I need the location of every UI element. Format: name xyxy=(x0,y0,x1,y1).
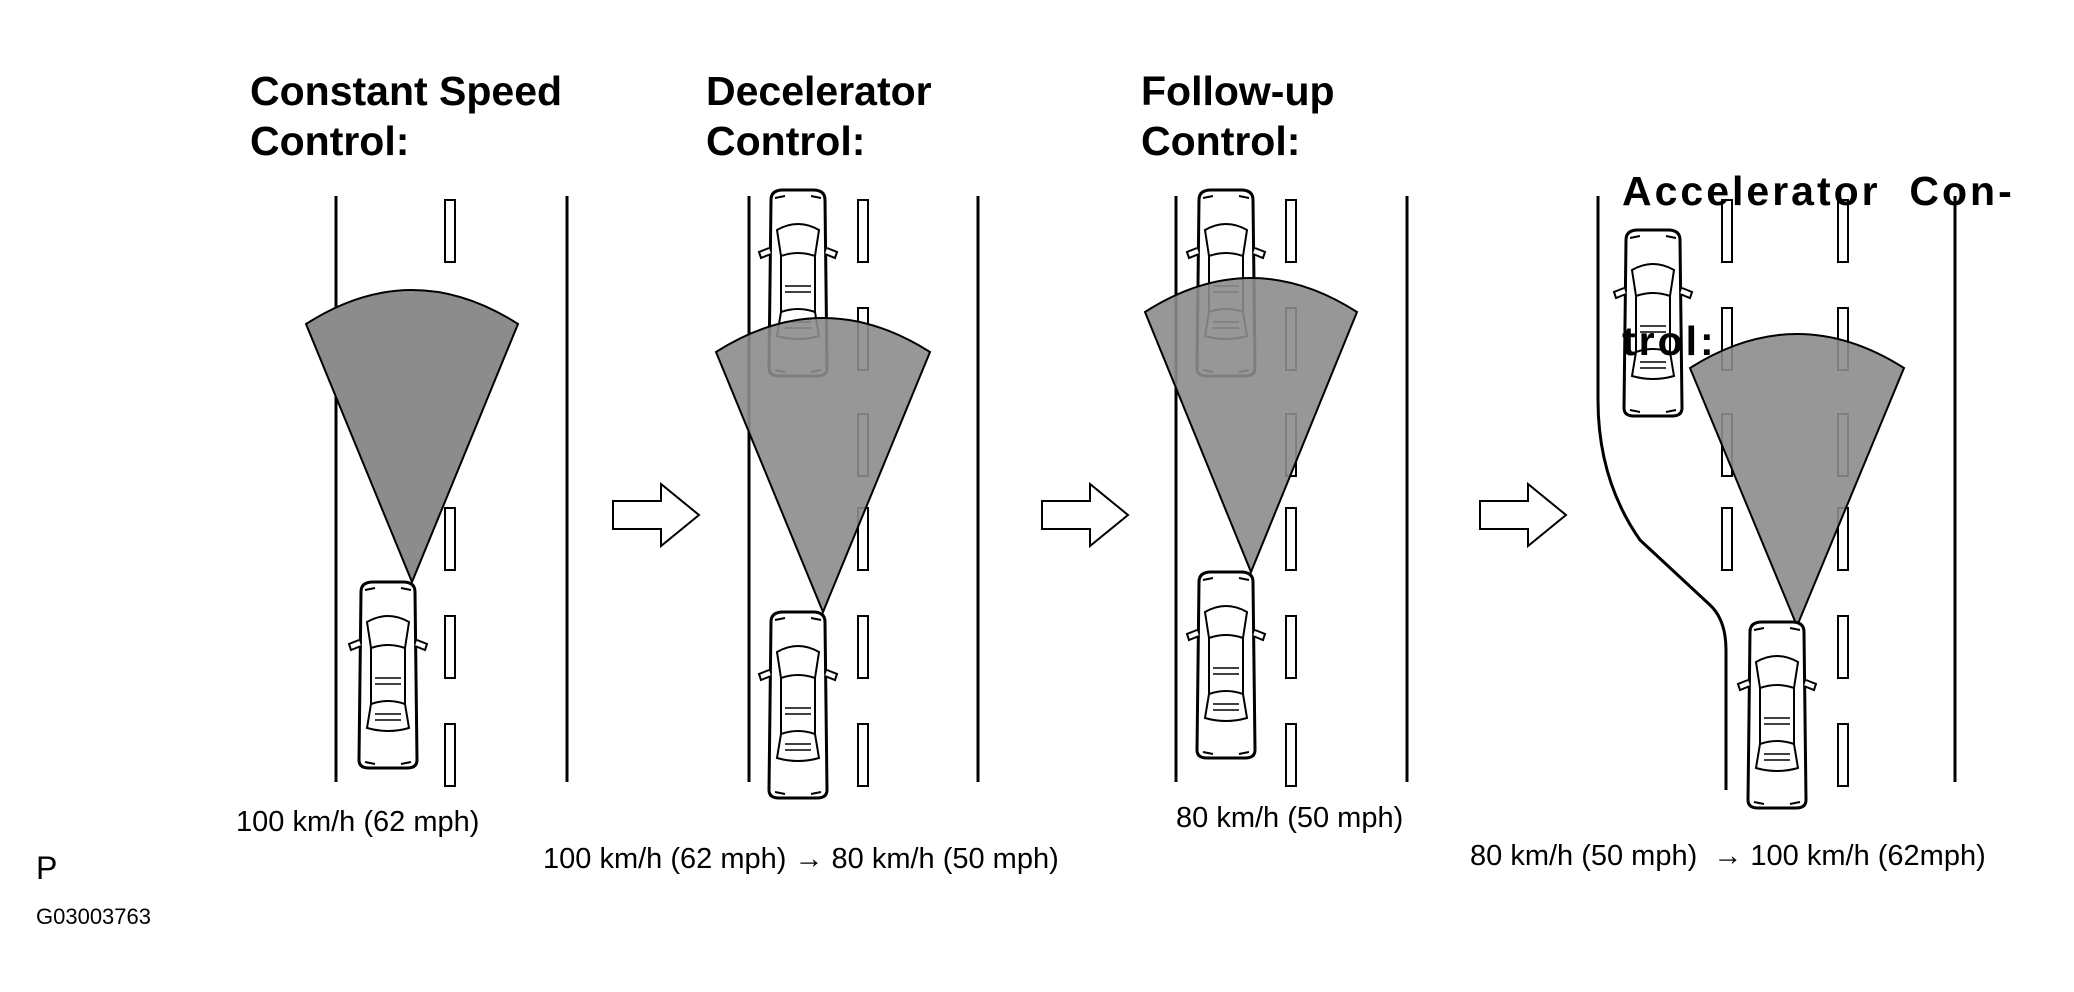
road-edge-left xyxy=(1596,196,1728,790)
radar-beam xyxy=(1143,277,1359,575)
car-icon xyxy=(1736,620,1818,810)
title-line: Control: xyxy=(706,118,866,164)
panel-title-decelerator: Decelerator Control: xyxy=(706,66,932,166)
speed-label-decelerator: 100 km/h (62 mph) → 80 km/h (50 mph) xyxy=(543,843,1059,875)
figure-code: G03003763 xyxy=(36,904,151,929)
panel-title-constant-speed: Constant Speed Control: xyxy=(250,66,562,166)
right-arrow-icon xyxy=(1041,483,1129,547)
panel-accelerator xyxy=(1596,196,1957,810)
title-line: Decelerator xyxy=(706,68,932,114)
right-arrow-icon xyxy=(612,483,700,547)
title-line: Control: xyxy=(1141,118,1301,164)
title-line: Constant Speed xyxy=(250,68,563,114)
right-arrow-icon xyxy=(1479,483,1567,547)
panel-constant-speed xyxy=(304,196,569,787)
speed-label-follow-up: 80 km/h (50 mph) xyxy=(1176,802,1404,834)
car-icon xyxy=(1185,570,1267,760)
page-mark: P xyxy=(36,850,58,886)
speed-label-constant: 100 km/h (62 mph) xyxy=(236,806,480,838)
radar-beam xyxy=(1688,333,1906,629)
panel-title-accelerator: Accelerator Con- trol: xyxy=(1622,66,2015,416)
radar-beam xyxy=(714,317,932,615)
car-icon xyxy=(757,610,839,800)
panel-follow-up xyxy=(1143,188,1409,787)
panel-decelerator xyxy=(714,188,980,800)
title-line: Accelerator Con- xyxy=(1622,168,2015,214)
radar-beam xyxy=(304,289,520,585)
title-line: Control: xyxy=(250,118,410,164)
title-line: Follow-up xyxy=(1141,68,1335,114)
car-icon xyxy=(347,580,429,770)
speed-label-accelerator: 80 km/h (50 mph) → 100 km/h (62mph) xyxy=(1470,840,1986,872)
panel-title-follow-up: Follow-up Control: xyxy=(1141,66,1335,166)
title-line: trol: xyxy=(1622,318,1717,364)
